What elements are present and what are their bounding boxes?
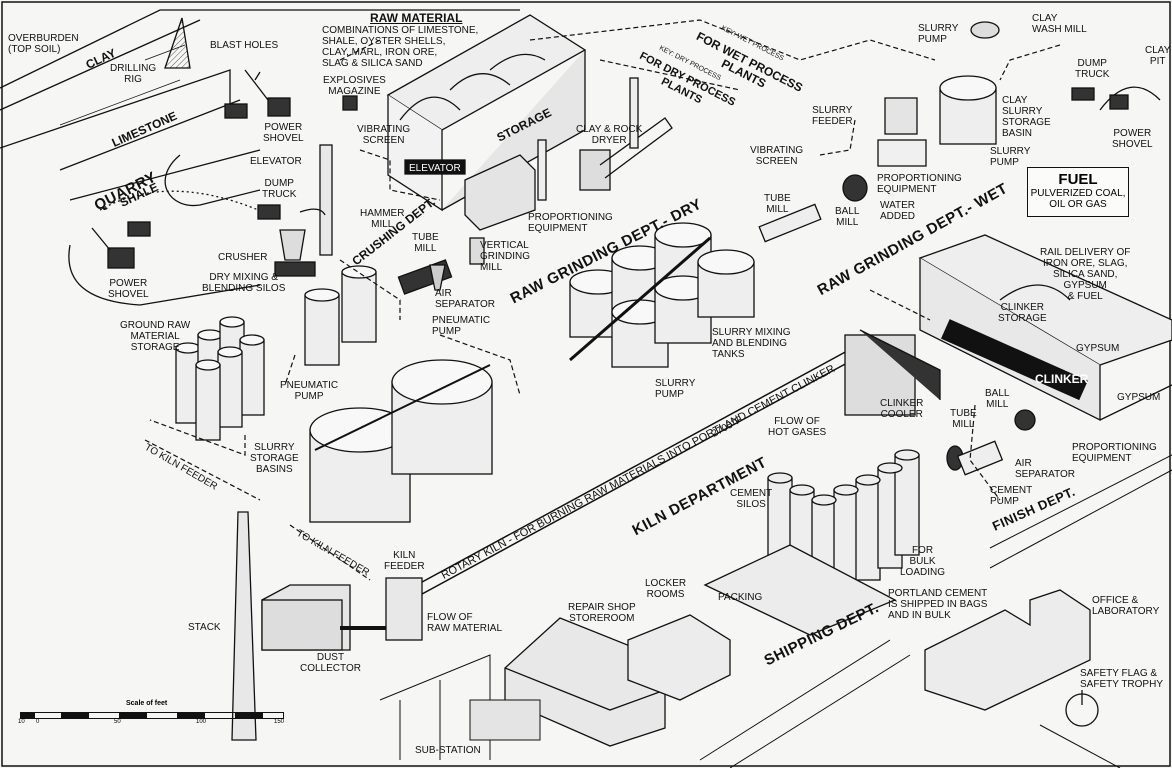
label-rail-delivery: RAIL DELIVERY OF IRON ORE, SLAG, SILICA …	[1040, 247, 1130, 302]
label-slurry-mixing: SLURRY MIXING AND BLENDING TANKS	[712, 327, 791, 360]
scale-tick-1: 10	[18, 719, 25, 725]
scale-track	[20, 712, 284, 719]
label-drilling-rig: DRILLING RIG	[110, 63, 156, 85]
kiln-feeder	[386, 578, 422, 640]
label-pneumatic-pump-2: PNEUMATIC PUMP	[280, 380, 338, 402]
label-power-shovel-1: POWER SHOVEL	[263, 122, 304, 144]
scale-seg-1	[21, 713, 35, 718]
label-safety: SAFETY FLAG & SAFETY TROPHY	[1080, 668, 1163, 690]
proportioning-dry	[465, 155, 535, 230]
dry-mixing-silos	[305, 266, 376, 365]
label-crusher: CRUSHER	[218, 252, 267, 263]
label-flow-hot: FLOW OF HOT GASES	[768, 416, 826, 438]
label-proportioning-2: PROPORTIONING EQUIPMENT	[877, 173, 962, 195]
crusher	[275, 230, 315, 276]
label-slurry-storage: SLURRY STORAGE BASINS	[250, 442, 299, 475]
safety-flag	[1066, 690, 1098, 726]
label-dry-mixing: DRY MIXING & BLENDING SILOS	[202, 272, 285, 294]
label-tube-mill-1: TUBE MILL	[412, 232, 439, 254]
label-proportioning-1: PROPORTIONING EQUIPMENT	[528, 212, 613, 234]
label-explosives: EXPLOSIVES MAGAZINE	[323, 75, 386, 97]
label-clay-pit: CLAY PIT	[1145, 45, 1170, 67]
label-air-separator-2: AIR SEPARATOR	[1015, 458, 1075, 480]
label-overburden: OVERBURDEN (TOP SOIL)	[8, 33, 79, 55]
label-clinker-storage: CLINKER STORAGE	[998, 302, 1047, 324]
label-gypsum-2: GYPSUM	[1117, 392, 1160, 403]
label-elevator-1: ELEVATOR	[250, 156, 302, 167]
scale-tick-2: 0	[36, 719, 39, 725]
elevator-1	[320, 145, 332, 255]
label-vibrating-screen-1: VIBRATING SCREEN	[357, 124, 410, 146]
label-vertical-mill: VERTICAL GRINDING MILL	[480, 240, 530, 273]
scale-tick-4: 100	[196, 719, 206, 725]
label-ball-mill-2: BALL MILL	[985, 388, 1009, 410]
label-power-shovel-2: POWER SHOVEL	[108, 278, 149, 300]
explosives-magazine	[343, 96, 357, 110]
label-blast-holes: BLAST HOLES	[210, 40, 278, 51]
scale-tick-3: 50	[114, 719, 121, 725]
label-portland-shipped: PORTLAND CEMENT IS SHIPPED IN BAGS AND I…	[888, 588, 987, 621]
label-dump-truck-1: DUMP TRUCK	[262, 178, 296, 200]
label-clay-wash-mill: CLAY WASH MILL	[1032, 13, 1087, 35]
label-flow-raw: FLOW OF RAW MATERIAL	[427, 612, 502, 634]
scale-seg-4	[177, 713, 205, 718]
label-clay-slurry-basin: CLAY SLURRY STORAGE BASIN	[1002, 95, 1051, 139]
label-packing: PACKING	[718, 592, 762, 603]
scale-seg-5	[235, 713, 263, 718]
label-slurry-pump-3: SLURRY PUMP	[655, 378, 695, 400]
label-raw-material-desc: COMBINATIONS OF LIMESTONE, SHALE, OYSTER…	[322, 25, 478, 69]
scale-title: Scale of feet	[126, 700, 167, 707]
clay-pit	[1072, 87, 1160, 110]
label-ground-raw: GROUND RAW MATERIAL STORAGE	[120, 320, 190, 353]
label-sub-station: SUB-STATION	[415, 745, 481, 756]
label-dump-truck-2: DUMP TRUCK	[1075, 58, 1109, 80]
label-clinker-cooler: CLINKER COOLER	[880, 398, 923, 420]
label-dust-collector: DUST COLLECTOR	[300, 652, 361, 674]
label-raw-material-title: RAW MATERIAL	[370, 12, 462, 25]
ball-mill-1	[843, 175, 867, 201]
label-stack: STACK	[188, 622, 221, 633]
label-air-separator-1: AIR SEPARATOR	[435, 288, 495, 310]
label-clay-rock-dryer: CLAY & ROCK DRYER	[576, 124, 642, 146]
label-vibrating-screen-2: VIBRATING SCREEN	[750, 145, 803, 167]
elevator-2	[538, 140, 546, 200]
label-kiln-feeder: KILN FEEDER	[384, 550, 425, 572]
label-office-lab: OFFICE & LABORATORY	[1092, 595, 1159, 617]
label-ball-mill-1: BALL MILL	[835, 206, 859, 228]
label-cement-silos: CEMENT SILOS	[730, 488, 772, 510]
label-water-added: WATER ADDED	[880, 200, 915, 222]
label-tube-mill-2: TUBE MILL	[764, 193, 791, 215]
label-clinker: CLINKER	[1035, 373, 1088, 386]
label-slurry-pump-1: SLURRY PUMP	[918, 23, 958, 45]
clay-slurry-basin	[940, 76, 996, 144]
clay-wash-mill	[971, 22, 999, 38]
label-slurry-feeder: SLURRY FEEDER	[812, 105, 853, 127]
scale-seg-2	[61, 713, 89, 718]
label-locker-rooms: LOCKER ROOMS	[645, 578, 686, 600]
label-power-shovel-3: POWER SHOVEL	[1112, 128, 1153, 150]
label-proportioning-3: PROPORTIONING EQUIPMENT	[1072, 442, 1157, 464]
label-pneumatic-pump-1: PNEUMATIC PUMP	[432, 315, 490, 337]
label-tube-mill-3: TUBE MILL	[950, 408, 977, 430]
scale-tick-5: 150	[274, 719, 284, 725]
label-repair-shop: REPAIR SHOP STOREROOM	[568, 602, 636, 624]
fuel-title: FUEL	[1028, 171, 1128, 188]
label-slurry-pump-2: SLURRY PUMP	[990, 146, 1030, 168]
dust-collector	[262, 585, 350, 650]
power-shovel-1	[245, 70, 290, 116]
label-gypsum-1: GYPSUM	[1076, 343, 1119, 354]
label-elevator-2: ELEVATOR	[409, 163, 461, 174]
fuel-body: PULVERIZED COAL, OIL OR GAS	[1028, 188, 1128, 210]
fuel-box: FUEL PULVERIZED COAL, OIL OR GAS	[1027, 167, 1129, 217]
scale-bar: Scale of feet 10 0 50 100 150	[16, 700, 291, 740]
scale-seg-3	[119, 713, 147, 718]
air-separator-1	[430, 265, 445, 290]
proportioning-wet	[878, 98, 926, 166]
label-for-bulk: FOR BULK LOADING	[900, 545, 945, 578]
